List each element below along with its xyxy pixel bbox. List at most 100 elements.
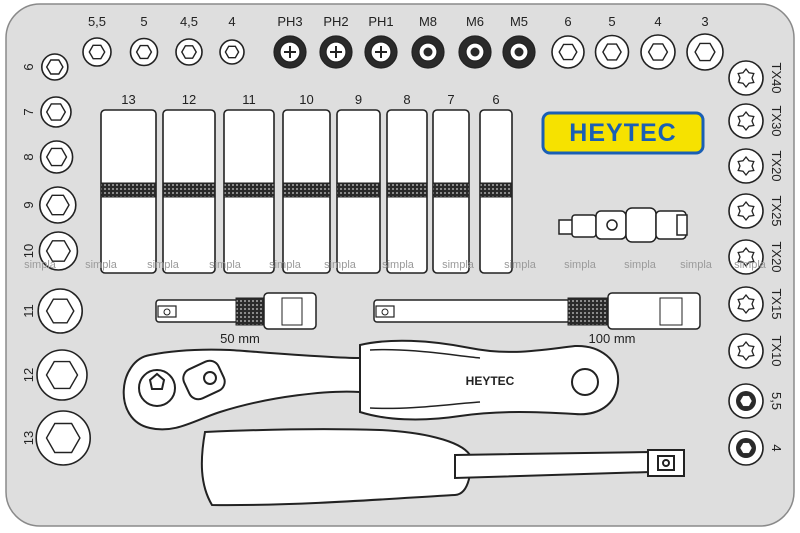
watermark-text: simpla: [324, 259, 357, 271]
right-bit-7: TX10: [728, 333, 784, 369]
right-bit-5: TX20: [728, 239, 784, 275]
watermark-text: simpla: [85, 259, 118, 271]
deep-socket-12: 12: [162, 92, 216, 274]
universal-joint: [558, 207, 688, 243]
top-socket-3: 4,5: [175, 14, 203, 66]
right-bit-1: TX40: [728, 60, 784, 96]
left-socket-label: 13: [21, 431, 36, 445]
watermark-text: simpla: [504, 259, 537, 271]
top-socket-label: 5: [140, 14, 147, 29]
right-bit-label: TX25: [769, 195, 784, 226]
top-socket-5: PH3: [273, 14, 307, 69]
watermark-text: simpla: [624, 259, 657, 271]
deep-socket-label: 9: [355, 92, 362, 107]
top-socket-11: 6: [551, 14, 585, 69]
top-socket-4: 4: [219, 14, 245, 65]
extension-50-label: 50 mm: [220, 331, 260, 346]
watermark-text: simpla: [147, 259, 180, 271]
top-socket-label: PH2: [323, 14, 348, 29]
right-bit-label: TX20: [769, 241, 784, 272]
top-socket-12: 5: [594, 14, 630, 70]
deep-socket-9: 9: [336, 92, 381, 274]
left-socket-12: 12: [21, 349, 88, 401]
watermark-text: simpla: [269, 259, 302, 271]
extension-100-label: 100 mm: [589, 331, 636, 346]
left-socket-6: 6: [21, 53, 69, 81]
left-socket-label: 11: [21, 304, 36, 318]
top-socket-2: 5: [129, 14, 159, 67]
top-socket-6: PH2: [319, 14, 353, 69]
right-bit-4: TX25: [728, 193, 784, 229]
extension-bar-100: 100 mm: [373, 292, 701, 346]
top-socket-label: M8: [419, 14, 437, 29]
deep-socket-label: 11: [242, 92, 256, 107]
right-bit-label: TX20: [769, 150, 784, 181]
deep-socket-label: 6: [492, 92, 499, 107]
deep-socket-11: 11: [223, 92, 275, 274]
right-bit-6: TX15: [728, 286, 784, 322]
watermark-text: simpla: [24, 259, 57, 271]
watermark-text: simpla: [564, 259, 597, 271]
watermark-text: simpla: [382, 259, 415, 271]
watermark-text: simpla: [209, 259, 242, 271]
top-socket-7: PH1: [364, 14, 398, 69]
deep-socket-label: 13: [121, 92, 135, 107]
deep-socket-10: 10: [282, 92, 331, 274]
left-socket-8: 8: [21, 140, 74, 174]
top-socket-label: 5,5: [88, 14, 106, 29]
top-socket-label: 5: [608, 14, 615, 29]
left-socket-label: 6: [21, 63, 36, 70]
top-socket-14: 3: [686, 14, 724, 71]
spinner-handle: [200, 428, 685, 507]
top-socket-label: 4,5: [180, 14, 198, 29]
top-socket-13: 4: [640, 14, 676, 70]
right-bit-label: 5,5: [769, 392, 784, 410]
right-bit-label: 4: [769, 444, 784, 451]
left-socket-column: 6 7 8 9 10 11 12 13: [21, 53, 92, 466]
left-socket-11: 11: [21, 288, 84, 334]
left-socket-13: 13: [21, 410, 92, 466]
top-socket-label: 6: [564, 14, 571, 29]
left-socket-label: 10: [21, 244, 36, 258]
right-bit-8: 5,5: [728, 383, 784, 419]
ratchet: HEYTEC: [122, 339, 620, 431]
svg-text:HEYTEC: HEYTEC: [569, 119, 676, 147]
left-socket-label: 8: [21, 153, 36, 160]
top-socket-label: 4: [228, 14, 235, 29]
top-socket-1: 5,5: [82, 14, 112, 67]
top-socket-label: 3: [701, 14, 708, 29]
right-bit-2: TX30: [728, 103, 784, 139]
deep-socket-label: 10: [299, 92, 313, 107]
top-socket-label: PH3: [277, 14, 302, 29]
deep-socket-row: 13 12 11 10 9 8 7 6: [100, 92, 513, 274]
top-socket-10: M5: [502, 14, 536, 69]
deep-socket-13: 13: [100, 92, 157, 274]
right-bit-label: TX30: [769, 105, 784, 136]
left-socket-7: 7: [21, 96, 72, 128]
deep-socket-label: 12: [182, 92, 196, 107]
top-socket-label: M6: [466, 14, 484, 29]
right-bit-label: TX15: [769, 288, 784, 319]
watermark-text: simpla: [734, 259, 767, 271]
deep-socket-6: 6: [479, 92, 513, 274]
deep-socket-label: 7: [447, 92, 454, 107]
left-socket-label: 9: [21, 201, 36, 208]
watermark-row: simpla simpla simpla simpla simpla simpla simp…: [24, 259, 767, 271]
right-bit-label: TX40: [769, 62, 784, 93]
brand-logo: HEYTEC: [541, 111, 705, 155]
top-socket-label: PH1: [368, 14, 393, 29]
top-socket-8: M8: [411, 14, 445, 69]
watermark-text: simpla: [680, 259, 713, 271]
right-bit-label: TX10: [769, 335, 784, 366]
top-socket-9: M6: [458, 14, 492, 69]
right-bit-3: TX20: [728, 148, 784, 184]
left-socket-9: 9: [21, 186, 77, 224]
left-socket-label: 12: [21, 368, 36, 382]
top-socket-row: 5,5 5 4,5 4 PH3 PH2 PH1 M8 M6 M5 6 5 4 3: [82, 14, 724, 71]
top-socket-label: M5: [510, 14, 528, 29]
left-socket-label: 7: [21, 108, 36, 115]
deep-socket-8: 8: [386, 92, 428, 274]
extension-bar-50: 50 mm: [155, 292, 317, 346]
